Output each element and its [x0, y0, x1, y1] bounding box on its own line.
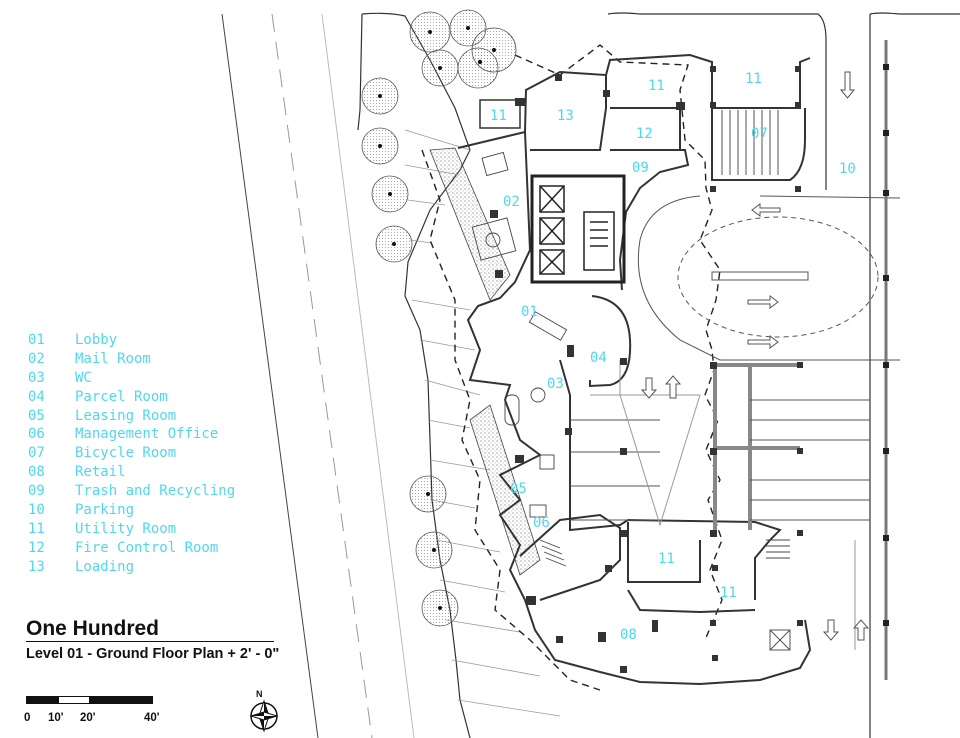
trees	[361, 9, 517, 627]
drive-circle	[637, 195, 901, 361]
scale-label-40: 40'	[144, 712, 160, 724]
legend-name: Loading	[75, 558, 135, 575]
room-label-01: 01	[521, 304, 538, 320]
legend-number: 08	[28, 464, 45, 481]
legend-number: 12	[28, 539, 45, 556]
north-arrow-icon: N	[249, 689, 279, 732]
furniture	[471, 151, 568, 518]
legend-item: 06 Management Office	[28, 425, 235, 444]
legend-item: 04 Parcel Room	[28, 388, 235, 407]
legend-number: 11	[28, 520, 45, 537]
legend-name: Fire Control Room	[75, 539, 219, 556]
planters	[429, 147, 541, 576]
legend-number: 01	[28, 332, 45, 348]
legend-item: 12 Fire Control Room	[28, 539, 235, 558]
legend-item: 05 Leasing Room	[28, 407, 235, 426]
tree	[361, 9, 517, 627]
north-label: N	[256, 689, 263, 699]
legend-name: Parcel Room	[75, 388, 168, 405]
room-legend: 01 Lobby 02 Mail Room 03 WC 04 Parcel Room 0…	[28, 331, 235, 577]
legend-number: 05	[28, 407, 45, 424]
parking-stalls	[570, 360, 870, 650]
legend-number: 04	[28, 388, 45, 405]
legend-name: Leasing Room	[75, 407, 177, 424]
room-label-09: 09	[632, 160, 649, 176]
legend-item: 09 Trash and Recycling	[28, 482, 235, 501]
legend-name: Lobby	[75, 332, 118, 348]
room-label-10: 10	[839, 161, 856, 177]
room-label-08: 08	[620, 627, 637, 643]
traffic-arrows	[640, 71, 870, 641]
legend-number: 09	[28, 483, 45, 500]
room-label-11-west: 11	[490, 108, 507, 124]
legend-name: Utility Room	[75, 520, 177, 537]
room-label-03: 03	[547, 376, 564, 392]
room-label-11-north-b: 11	[745, 71, 762, 87]
scale-segment	[58, 696, 90, 704]
legend-number: 02	[28, 350, 45, 367]
legend-number: 06	[28, 426, 45, 443]
room-label-12: 12	[636, 126, 653, 142]
legend-name: Trash and Recycling	[75, 483, 236, 500]
room-label-05: 05	[510, 481, 527, 497]
room-label-04: 04	[590, 350, 607, 366]
legend-item: 01 Lobby	[28, 331, 235, 350]
drawing-subtitle: Level 01 - Ground Floor Plan + 2' - 0"	[26, 646, 280, 662]
legend-name: Retail	[75, 464, 126, 481]
site-boundary	[357, 12, 960, 738]
legend-item: 11 Utility Room	[28, 520, 235, 539]
scale-bar: 0 10' 20' 40'	[24, 696, 160, 736]
scale-segment	[26, 696, 59, 704]
room-label-11-north-a: 11	[648, 78, 665, 94]
legend-item: 07 Bicycle Room	[28, 444, 235, 463]
room-label-07: 07	[751, 126, 768, 142]
room-label-11-south-b: 11	[720, 585, 737, 601]
scale-label-0: 0	[24, 712, 31, 724]
legend-item: 08 Retail	[28, 463, 235, 482]
project-title: One Hundred	[26, 617, 160, 640]
elevator-core	[530, 174, 626, 284]
title-divider	[26, 641, 274, 642]
scale-label-10: 10'	[48, 712, 64, 724]
legend-item: 13 Loading	[28, 558, 235, 577]
room-label-13: 13	[557, 108, 574, 124]
room-label-11-south-a: 11	[658, 551, 675, 567]
legend-name: Mail Room	[75, 350, 151, 367]
street-lines	[221, 13, 415, 738]
columns	[490, 66, 803, 673]
room-label-06: 06	[533, 515, 550, 531]
bicycle-stalls	[721, 110, 779, 175]
legend-name: Bicycle Room	[75, 445, 177, 462]
stair-south	[539, 539, 791, 651]
legend-item: 03 WC	[28, 369, 235, 388]
legend-number: 07	[28, 445, 45, 462]
building-walls	[457, 53, 812, 686]
legend-name: Parking	[75, 502, 135, 519]
legend-number: 03	[28, 369, 45, 386]
sidewalk-hatching	[404, 129, 561, 717]
legend-number: 13	[28, 558, 45, 575]
legend-name: Management Office	[75, 426, 219, 443]
room-labels: 01 02 03 04 05 06 07 08 09 10 11 11 11 1…	[490, 71, 856, 643]
legend-item: 02 Mail Room	[28, 350, 235, 369]
room-label-02: 02	[503, 194, 520, 210]
property-line	[421, 44, 723, 691]
scale-label-20: 20'	[80, 712, 96, 724]
east-columns	[883, 40, 889, 680]
scale-segment	[89, 696, 153, 704]
legend-name: WC	[75, 369, 92, 386]
legend-number: 10	[28, 502, 45, 519]
legend-item: 10 Parking	[28, 501, 235, 520]
